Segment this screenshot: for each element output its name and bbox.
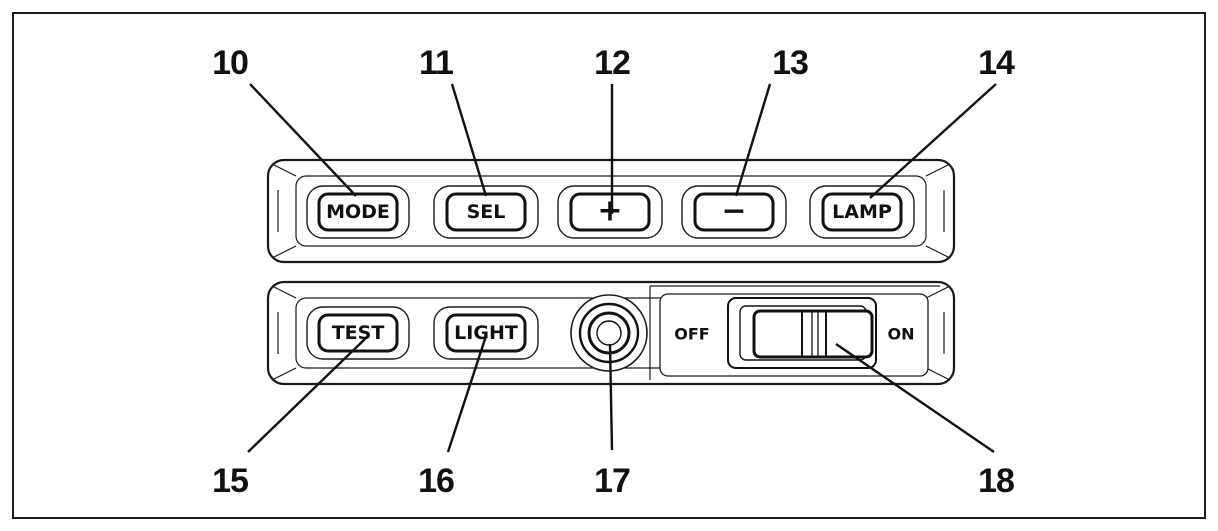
light-button[interactable]: LIGHT — [433, 306, 539, 360]
leader-17 — [608, 343, 614, 451]
test-button-label: TEST — [332, 322, 385, 344]
leader-18 — [835, 343, 995, 453]
lamp-button-label: LAMP — [832, 201, 892, 223]
leader-11 — [450, 83, 488, 197]
callout-18: 18 — [978, 462, 1014, 500]
leader-13 — [734, 83, 772, 197]
bottom-panel: TEST LIGHT OFF ON — [266, 280, 956, 386]
round-button[interactable] — [570, 294, 648, 372]
leader-10 — [249, 83, 357, 197]
sel-button-label: SEL — [467, 201, 506, 223]
leader-14 — [869, 83, 997, 199]
callout-11: 11 — [419, 44, 453, 82]
minus-button-label: − — [721, 194, 746, 229]
callout-16: 16 — [418, 462, 454, 500]
plus-button[interactable]: + — [557, 185, 663, 239]
figure-frame — [12, 12, 1206, 519]
callout-17: 17 — [594, 462, 630, 500]
callout-15: 15 — [212, 462, 248, 500]
callout-13: 13 — [772, 44, 808, 82]
test-button[interactable]: TEST — [306, 306, 410, 360]
leader-15 — [247, 337, 367, 453]
leader-lines — [247, 83, 997, 453]
minus-button[interactable]: − — [681, 185, 787, 239]
mode-button[interactable]: MODE — [306, 185, 410, 239]
sel-button[interactable]: SEL — [433, 185, 539, 239]
power-switch[interactable] — [727, 297, 877, 369]
callout-10: 10 — [212, 44, 248, 82]
leader-16 — [446, 335, 488, 453]
switch-on-label: ON — [888, 325, 915, 344]
lamp-button[interactable]: LAMP — [809, 185, 915, 239]
callout-12: 12 — [594, 44, 630, 82]
switch-slider-knob[interactable] — [801, 312, 827, 356]
callout-14: 14 — [978, 44, 1015, 82]
callout-numbers: 10 11 12 13 14 15 16 17 18 — [212, 44, 1016, 500]
plus-button-label: + — [597, 194, 622, 229]
light-button-label: LIGHT — [454, 322, 518, 344]
switch-off-label: OFF — [674, 325, 709, 344]
mode-button-label: MODE — [326, 201, 390, 223]
